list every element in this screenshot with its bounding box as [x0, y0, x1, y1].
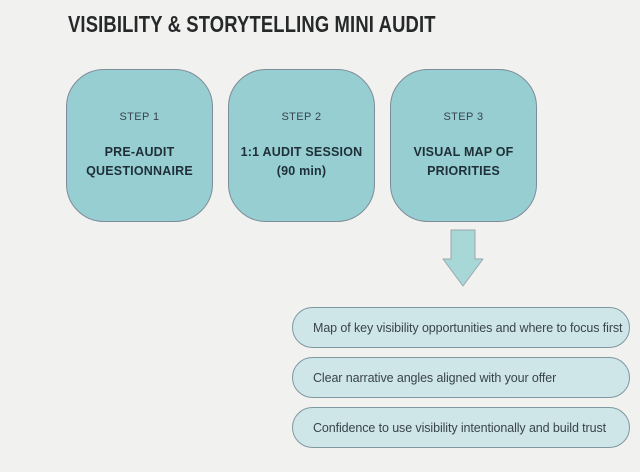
step-title-line: PRE-AUDIT: [104, 145, 175, 160]
outcomes-list: Map of key visibility opportunities and …: [292, 307, 630, 448]
step-title-line: 1:1 AUDIT SESSION: [240, 145, 363, 160]
outcome-text: Map of key visibility opportunities and …: [313, 320, 623, 335]
step-title-line: QUESTIONNAIRE: [86, 163, 193, 178]
step-title: PRE-AUDIT QUESTIONNAIRE: [86, 143, 193, 179]
outcome-pill-2: Clear narrative angles aligned with your…: [292, 357, 630, 398]
steps-row: STEP 1 PRE-AUDIT QUESTIONNAIRE STEP 2 1:…: [66, 69, 537, 222]
step-box-2: STEP 2 1:1 AUDIT SESSION (90 min): [228, 69, 375, 222]
step-title-line: (90 min): [276, 163, 327, 178]
diagram-title: VISIBILITY & STORYTELLING MINI AUDIT: [68, 11, 436, 37]
step-title-line: PRIORITIES: [427, 163, 500, 178]
down-arrow-icon: [442, 229, 484, 288]
outcome-text: Confidence to use visibility intentional…: [313, 420, 606, 435]
step-title-line: VISUAL MAP OF: [413, 145, 514, 160]
outcome-pill-3: Confidence to use visibility intentional…: [292, 407, 630, 448]
outcome-text: Clear narrative angles aligned with your…: [313, 370, 557, 385]
step-label: STEP 1: [119, 111, 160, 124]
step-box-1: STEP 1 PRE-AUDIT QUESTIONNAIRE: [66, 69, 213, 222]
step-box-3: STEP 3 VISUAL MAP OF PRIORITIES: [390, 69, 537, 222]
outcome-pill-1: Map of key visibility opportunities and …: [292, 307, 630, 348]
step-label: STEP 3: [443, 111, 484, 124]
step-title: VISUAL MAP OF PRIORITIES: [413, 143, 513, 179]
step-title: 1:1 AUDIT SESSION (90 min): [241, 143, 363, 179]
step-label: STEP 2: [281, 111, 322, 124]
